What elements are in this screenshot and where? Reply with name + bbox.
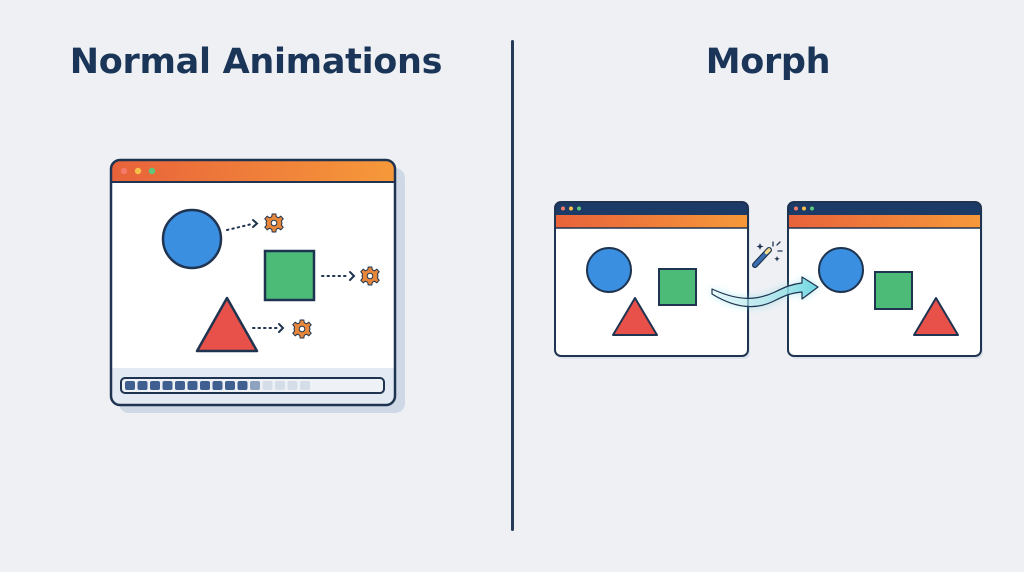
window-dots [120, 167, 156, 175]
normal-animations-title: Normal Animations [69, 42, 443, 82]
progress-bar [120, 377, 385, 394]
after-window [787, 201, 983, 359]
gear-icon [264, 213, 284, 233]
curved-arrow-icon [711, 276, 819, 308]
center-divider [511, 40, 514, 531]
gear-icon [292, 319, 312, 339]
before-window [554, 201, 750, 359]
normal-animations-window [100, 150, 420, 420]
magic-wand-icon [752, 241, 783, 268]
morph-title: Morph [705, 42, 831, 82]
morph-diagram [540, 190, 1000, 380]
gear-icon [360, 266, 380, 286]
